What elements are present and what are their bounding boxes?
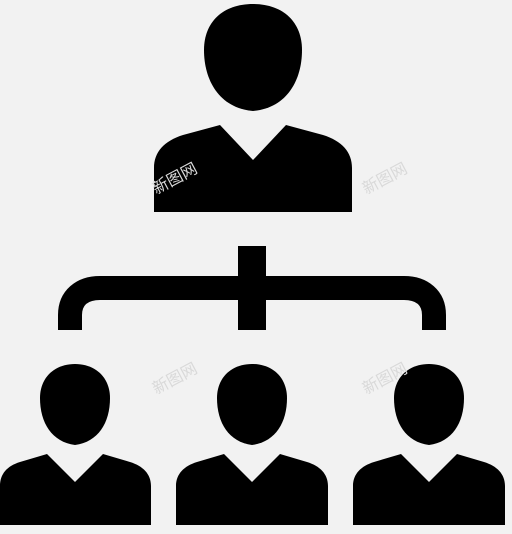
person-bottom-right-icon <box>353 364 505 525</box>
person-top-icon <box>154 4 352 212</box>
person-bottom-left-icon <box>0 364 151 525</box>
connector-icon <box>58 246 446 330</box>
person-bottom-center-icon <box>176 364 328 525</box>
